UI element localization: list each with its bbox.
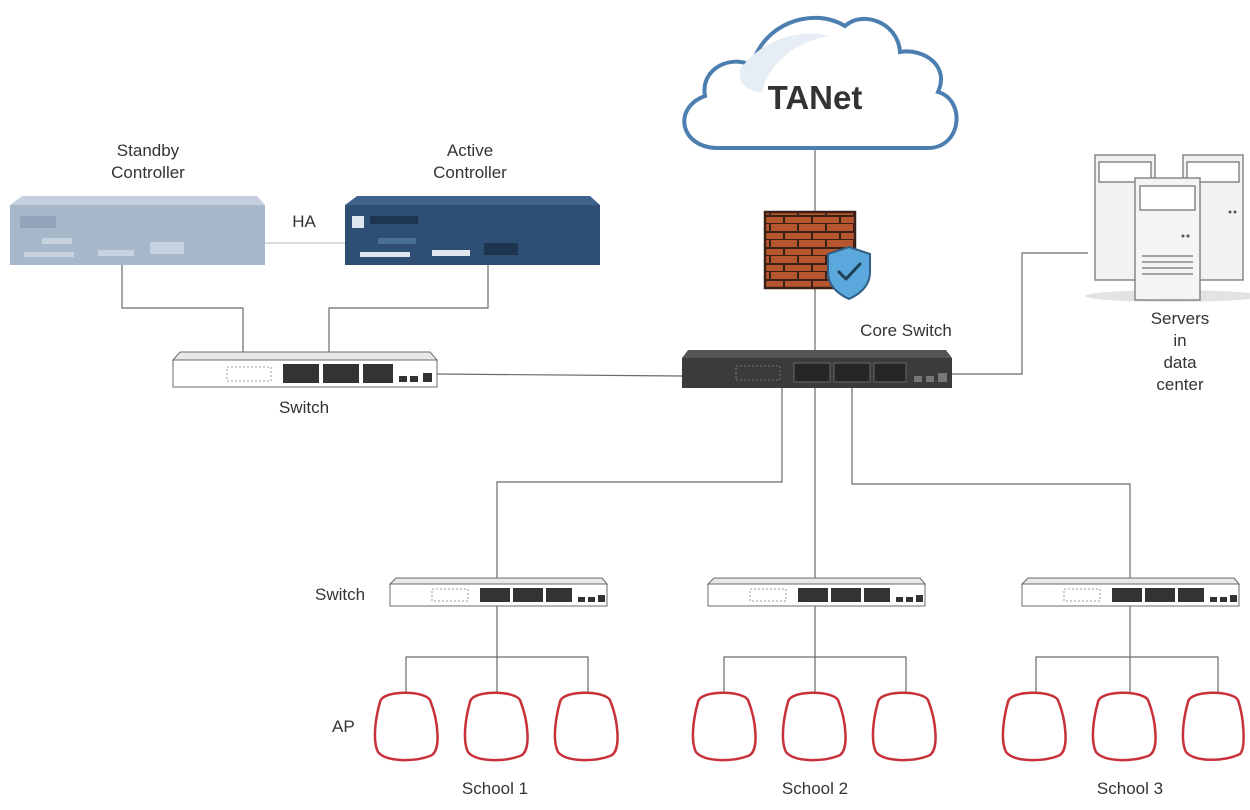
school1-switch-device <box>388 577 609 607</box>
core-to-servers-link <box>952 252 1088 375</box>
school3-switch-device <box>1020 577 1241 607</box>
switch-to-core-link <box>436 373 683 377</box>
school1-ap1-icon <box>373 691 439 762</box>
school3-ap3-icon <box>1181 691 1245 761</box>
school1-label: School 1 <box>461 779 529 798</box>
school2-ap2-icon <box>781 691 847 762</box>
school-switch-row-label: Switch <box>315 585 366 604</box>
ap-row-label: AP <box>332 717 355 736</box>
active-controller-device <box>345 196 600 265</box>
left-switch-label: Switch <box>278 398 330 417</box>
school1-ap3-icon <box>553 691 619 762</box>
standby-controller-label: Standby Controller <box>111 141 185 182</box>
access-points <box>373 691 1245 762</box>
school2-switch-device <box>706 577 927 607</box>
ha-label: HA <box>292 212 316 231</box>
shield-check-icon <box>827 245 871 301</box>
core-switch-device <box>682 350 952 388</box>
school3-ap1-icon <box>1001 691 1067 762</box>
tanet-cloud-icon <box>682 15 959 150</box>
connection-lines <box>121 148 1219 694</box>
school1-ap2-icon <box>463 691 529 762</box>
school3-label: School 3 <box>1096 779 1164 798</box>
cloud-label: TANet <box>767 79 863 116</box>
servers-icon <box>1085 154 1250 302</box>
standby-controller-device <box>10 196 265 265</box>
active-to-switch-link <box>328 265 489 352</box>
school2-label: School 2 <box>781 779 849 798</box>
servers-label: Servers in data center <box>1150 309 1210 394</box>
standby-to-switch-link <box>121 265 244 352</box>
core-to-school3-link <box>851 388 1131 580</box>
core-switch-label: Core Switch <box>860 321 952 340</box>
left-switch-device <box>171 351 439 388</box>
school3-ap2-icon <box>1091 691 1157 762</box>
active-controller-label: Active Controller <box>433 141 507 182</box>
school2-ap1-icon <box>691 691 757 762</box>
core-to-school1-link <box>496 388 783 580</box>
school2-ap3-icon <box>871 691 937 762</box>
school3-ap-branch <box>1035 656 1219 694</box>
